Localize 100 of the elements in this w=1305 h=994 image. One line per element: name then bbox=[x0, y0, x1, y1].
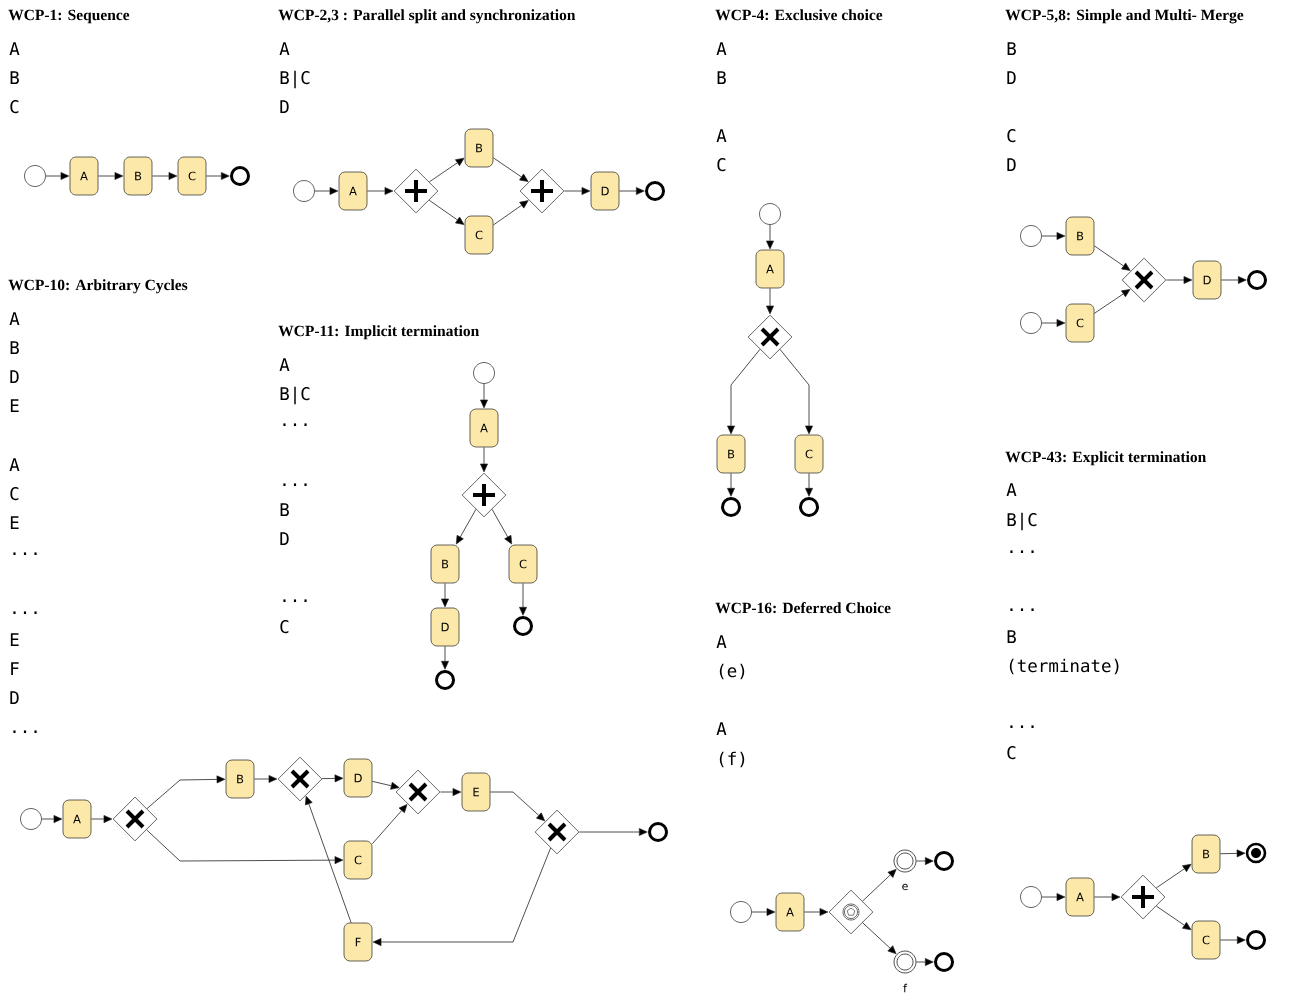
start-event bbox=[1020, 312, 1042, 334]
start-event bbox=[1020, 886, 1042, 908]
arrow bbox=[41, 815, 63, 823]
arrow bbox=[439, 788, 462, 796]
trace-line: A bbox=[9, 458, 20, 471]
task-box: A bbox=[775, 892, 805, 932]
arrow bbox=[916, 958, 934, 966]
task-box: B bbox=[464, 128, 494, 168]
trace-line: (terminate) bbox=[1009, 658, 1119, 675]
parallel-gateway bbox=[519, 168, 565, 214]
task-box: C bbox=[464, 215, 494, 255]
arrow bbox=[428, 199, 465, 225]
trace-line: A bbox=[279, 42, 290, 55]
section-heading: WCP-43: Explicit termination bbox=[1005, 451, 1207, 466]
exclusive-gateway bbox=[277, 756, 323, 802]
end-event bbox=[721, 497, 741, 517]
start-event bbox=[24, 165, 46, 187]
arrow bbox=[253, 775, 278, 783]
end-event bbox=[645, 181, 665, 201]
start-event bbox=[293, 180, 315, 202]
start-event bbox=[473, 362, 495, 384]
task-box: A bbox=[469, 408, 499, 448]
arrow bbox=[366, 187, 394, 195]
arrow bbox=[480, 383, 488, 409]
task-box: A bbox=[1065, 877, 1095, 917]
task-box: C bbox=[794, 434, 824, 474]
exclusive-gateway bbox=[395, 769, 441, 815]
arrow bbox=[916, 857, 934, 865]
end-event bbox=[648, 822, 668, 842]
trace-line: B|C bbox=[280, 386, 310, 405]
trace-line: E bbox=[10, 633, 19, 646]
task-box: B bbox=[225, 759, 255, 799]
parallel-gateway bbox=[461, 472, 507, 518]
arrow bbox=[480, 446, 488, 473]
task-box: D bbox=[590, 171, 620, 211]
end-event bbox=[799, 497, 819, 517]
arrow bbox=[441, 645, 449, 670]
event-gateway bbox=[828, 889, 874, 935]
section-heading: WCP-11: Implicit termination bbox=[278, 325, 480, 340]
arrow bbox=[492, 157, 529, 182]
trace-line: A bbox=[1006, 483, 1017, 496]
arrow bbox=[766, 224, 774, 250]
parallel-gateway bbox=[1120, 874, 1166, 920]
trace-line: D bbox=[280, 100, 289, 113]
arrow bbox=[146, 775, 226, 810]
trace-line: ... bbox=[283, 483, 307, 486]
trace-line: B bbox=[10, 341, 19, 354]
trace-line: ... bbox=[283, 599, 307, 602]
trace-line: (e) bbox=[719, 663, 745, 680]
trace-line: A bbox=[716, 42, 727, 55]
start-event bbox=[1020, 225, 1042, 247]
arrow bbox=[766, 287, 774, 315]
arrow bbox=[618, 187, 645, 195]
trace-line: A bbox=[9, 42, 20, 55]
exclusive-gateway bbox=[534, 809, 580, 855]
arrow bbox=[805, 472, 813, 497]
exclusive-gateway bbox=[112, 796, 158, 842]
trace-line: E bbox=[10, 399, 19, 412]
arrow bbox=[1155, 905, 1192, 931]
task-box: B bbox=[716, 434, 746, 474]
section-heading: WCP-16: Deferred Choice bbox=[715, 602, 891, 614]
arrow bbox=[727, 472, 735, 497]
arrow bbox=[862, 922, 897, 955]
trace-line: D bbox=[1007, 158, 1016, 171]
arrow bbox=[1220, 276, 1247, 284]
trace-line: C bbox=[10, 487, 19, 501]
arrow bbox=[314, 187, 339, 195]
trace-line: C bbox=[1007, 746, 1016, 760]
end-event bbox=[934, 851, 954, 871]
task-box: C bbox=[343, 840, 373, 880]
arrow bbox=[371, 804, 408, 845]
arrow bbox=[205, 172, 230, 180]
arrow bbox=[90, 815, 113, 823]
trace-line: C bbox=[1007, 129, 1016, 143]
trace-line: A bbox=[716, 722, 727, 735]
trace-line: B bbox=[1007, 630, 1016, 643]
start-event bbox=[730, 901, 752, 923]
exclusive-gateway bbox=[1121, 257, 1167, 303]
arrow bbox=[1041, 893, 1066, 901]
arrow bbox=[862, 869, 897, 902]
exclusive-gateway bbox=[747, 314, 793, 360]
arrow bbox=[1093, 245, 1131, 271]
arrow bbox=[1219, 849, 1246, 858]
trace-line: (f) bbox=[719, 751, 745, 768]
arrow bbox=[519, 582, 527, 616]
arrow bbox=[489, 791, 546, 822]
arrow bbox=[441, 582, 449, 608]
trace-line: ... bbox=[13, 552, 37, 555]
arrow bbox=[578, 828, 648, 836]
arrow bbox=[97, 172, 124, 180]
task-box: A bbox=[69, 156, 99, 196]
trace-line: E bbox=[10, 516, 19, 529]
trace-line: A bbox=[716, 635, 727, 648]
task-box: C bbox=[177, 156, 207, 196]
arrow bbox=[1219, 936, 1246, 944]
arrow bbox=[372, 847, 551, 946]
end-event bbox=[934, 952, 954, 972]
arrow bbox=[491, 508, 512, 545]
trace-line: ... bbox=[1010, 550, 1034, 553]
trace-line: B|C bbox=[280, 70, 310, 89]
